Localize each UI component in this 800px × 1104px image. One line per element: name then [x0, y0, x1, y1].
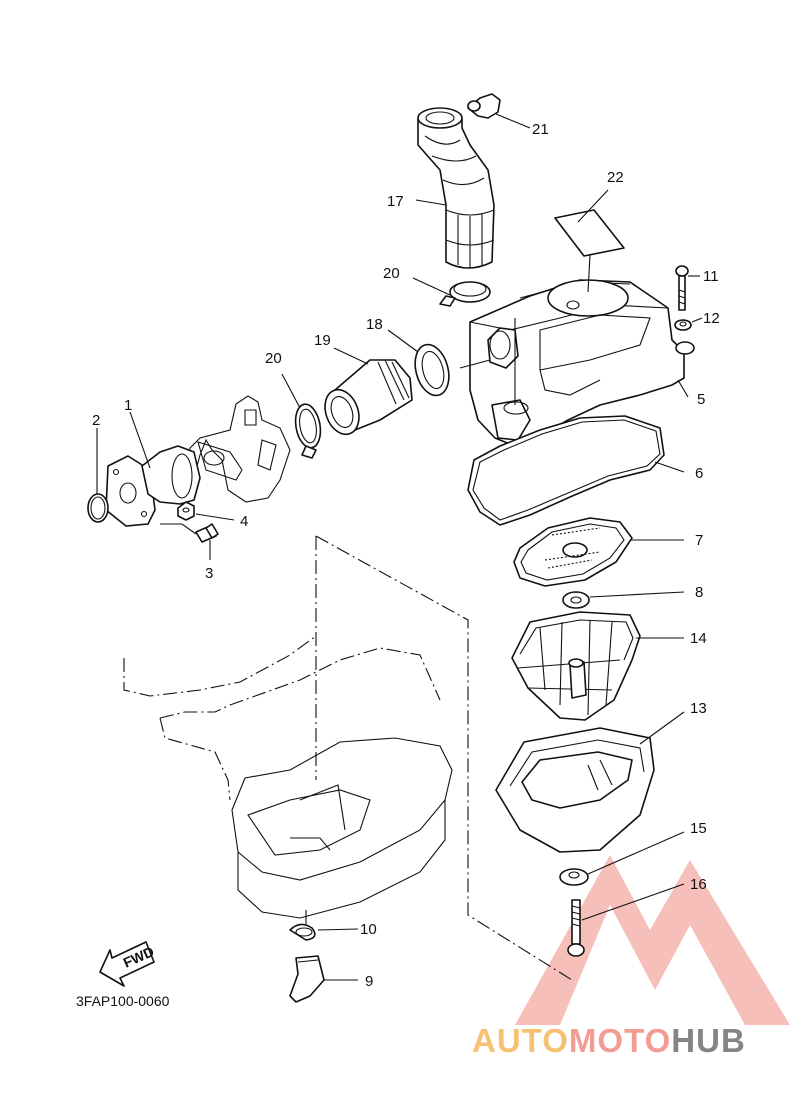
part-12-washer — [674, 317, 703, 331]
callout-6: 6 — [695, 465, 703, 482]
callout-11: 11 — [703, 268, 719, 285]
callout-8: 8 — [695, 584, 703, 601]
callout-13: 13 — [690, 700, 707, 717]
callout-4: 4 — [240, 513, 248, 530]
part-3-bolt — [160, 523, 219, 560]
part-8-nut — [562, 591, 685, 609]
watermark-logo — [515, 855, 790, 1025]
part-4-nut — [177, 501, 235, 521]
callout-2: 2 — [92, 412, 100, 429]
callout-22: 22 — [607, 169, 624, 186]
callout-12: 12 — [703, 310, 720, 327]
callout-16: 16 — [690, 876, 707, 893]
callout-20-upper: 20 — [383, 265, 400, 282]
part-9-drain-cap — [289, 955, 358, 1003]
callout-19: 19 — [314, 332, 331, 349]
frame-outline — [123, 535, 573, 981]
part-21-elbow-fitting — [467, 93, 531, 129]
callout-9: 9 — [365, 973, 373, 990]
part-16-bolt — [567, 883, 685, 957]
part-11-bolt — [675, 265, 700, 311]
callout-7: 7 — [695, 532, 703, 549]
callout-3: 3 — [205, 565, 213, 582]
part-7-element-cage — [513, 517, 684, 587]
part-17-intake-tube — [415, 107, 495, 269]
part-5-air-cleaner-case — [459, 279, 695, 449]
part-18-band — [387, 329, 450, 397]
watermark-text-hub: HUB — [671, 1022, 746, 1059]
callout-20-lower: 20 — [265, 350, 282, 367]
part-code: 3FAP100-0060 — [76, 993, 170, 1009]
part-10-clip — [289, 910, 359, 941]
part-13-air-element — [495, 711, 685, 853]
watermark-text: AUTOMOTOHUB — [472, 1022, 746, 1059]
part-14-element-frame — [511, 611, 684, 721]
part-1-carburetor-joint — [105, 411, 201, 527]
callout-17: 17 — [387, 193, 404, 210]
part-20-upper-clamp — [412, 277, 491, 307]
callout-5: 5 — [697, 391, 705, 408]
callout-14: 14 — [690, 630, 707, 647]
callout-1: 1 — [124, 397, 132, 414]
watermark-text-auto: AUTO — [472, 1022, 569, 1059]
part-20-lower-clamp — [281, 373, 322, 459]
callout-18: 18 — [366, 316, 383, 333]
carburetor-reference — [185, 395, 291, 503]
part-6-gasket — [467, 415, 685, 526]
part-22-label — [554, 189, 625, 293]
callout-labels: 1 2 3 4 5 6 7 8 9 10 11 12 13 14 15 16 1… — [92, 121, 720, 990]
part-19-joint-tube — [324, 347, 413, 436]
callout-15: 15 — [690, 820, 707, 837]
callout-21: 21 — [532, 121, 549, 138]
watermark-text-moto: MOTO — [569, 1022, 671, 1059]
part-2-o-ring — [87, 428, 109, 523]
callout-10: 10 — [360, 921, 377, 938]
part-15-washer — [559, 831, 685, 886]
fwd-arrow: FWD — [99, 941, 156, 987]
